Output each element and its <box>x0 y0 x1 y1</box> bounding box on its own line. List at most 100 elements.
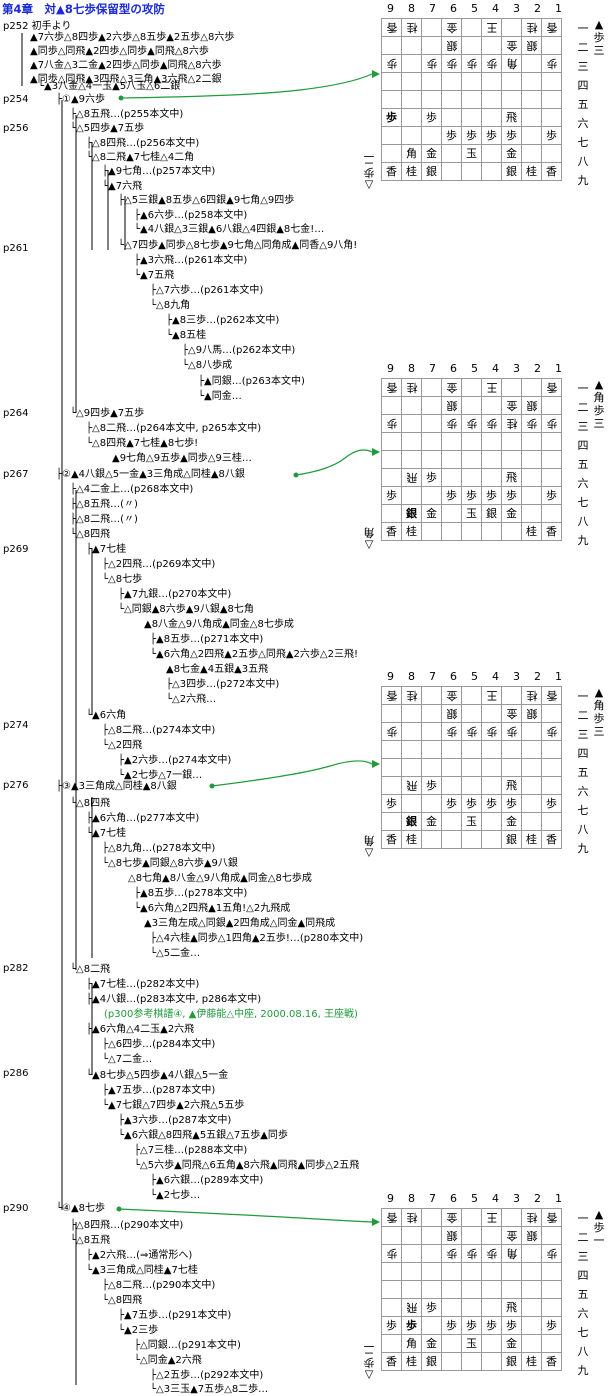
board-square <box>421 90 442 109</box>
move-line: ├△8二飛…(〃) <box>70 514 138 525</box>
board-square <box>521 378 542 397</box>
board-square: 歩 <box>501 794 522 813</box>
board-square <box>481 162 502 181</box>
board-square <box>401 1280 422 1299</box>
move-line: ├▲7七桂 <box>86 544 127 555</box>
board-square <box>541 1280 562 1299</box>
file-number: 4 <box>492 670 499 683</box>
board-square: 歩 <box>381 794 402 813</box>
move-line: └△8四飛 <box>102 1295 143 1306</box>
board-square: 歩 <box>481 794 502 813</box>
file-number: 1 <box>555 670 562 683</box>
board-square: 歩 <box>441 722 462 741</box>
board-square: 金 <box>421 504 442 523</box>
board-square: 銀 <box>441 1226 462 1245</box>
board-square <box>501 450 522 469</box>
board-square <box>381 396 402 415</box>
move-line: ├①▲9六歩 <box>56 94 106 105</box>
board-square <box>401 54 422 73</box>
move-line: ├△8二飛…(p290本文中) <box>102 1280 216 1291</box>
board-square <box>521 1244 542 1263</box>
board-square: 銀 <box>501 1352 522 1371</box>
move-line: ├△4六桂▲同歩△1四角▲2五歩!…(p280本文中) <box>150 933 364 944</box>
board-square <box>421 1316 442 1335</box>
rank-number: 三 <box>577 60 589 73</box>
board-square <box>541 144 562 163</box>
board-square <box>401 1262 422 1281</box>
board-square <box>541 396 562 415</box>
move-line: └▲7五飛 <box>134 270 175 281</box>
board-square: 歩 <box>381 1244 402 1263</box>
move-line: └△5二金… <box>150 948 201 959</box>
board-square <box>461 468 482 487</box>
board-square: 銀 <box>421 162 442 181</box>
move-line: ├▲7七桂…(p282本文中) <box>86 979 200 990</box>
board-square: 角 <box>401 1334 422 1353</box>
board-square <box>541 740 562 759</box>
board-square: 王 <box>481 378 502 397</box>
board-square <box>421 36 442 55</box>
rank-number: 一 <box>577 22 589 35</box>
file-number: 9 <box>387 2 394 15</box>
board-square <box>521 504 542 523</box>
board-square <box>441 1262 462 1281</box>
board-square <box>421 830 442 849</box>
board-square <box>461 90 482 109</box>
board-square <box>381 1262 402 1281</box>
board-square <box>401 90 422 109</box>
page-label: p261 <box>3 243 29 254</box>
board-square <box>521 1280 542 1299</box>
rank-number: 七 <box>577 1326 589 1339</box>
board-square <box>441 450 462 469</box>
board-square <box>381 432 402 451</box>
board-square <box>441 812 462 831</box>
board-square <box>541 758 562 777</box>
board-square: 桂 <box>521 162 542 181</box>
board-square: 金 <box>421 1334 442 1353</box>
page-label: p282 <box>3 963 29 974</box>
file-number: 7 <box>429 1192 436 1205</box>
move-line: └△3三玉▲7五歩△8二歩… <box>150 1384 269 1395</box>
move-line: └△8八歩成 <box>182 360 233 371</box>
board-square <box>521 432 542 451</box>
board-square: 桂 <box>401 1208 422 1227</box>
move-line: └▲6六角△2四飛▲2五歩△同飛▲2六歩△2三飛! <box>150 649 358 660</box>
board-square: 歩 <box>381 54 402 73</box>
board-square: 歩 <box>481 414 502 433</box>
board-square <box>541 90 562 109</box>
board-square: 桂 <box>401 18 422 37</box>
board-square <box>461 72 482 91</box>
board-square: 歩 <box>441 1316 462 1335</box>
board-square <box>401 740 422 759</box>
board-square: 歩 <box>381 414 402 433</box>
board-square: 歩 <box>461 722 482 741</box>
board-square <box>401 36 422 55</box>
board-square: 歩 <box>381 1316 402 1335</box>
board-square <box>461 686 482 705</box>
board-square: 歩 <box>441 486 462 505</box>
board-square: 香 <box>381 686 402 705</box>
board-square <box>521 486 542 505</box>
move-line: ├△2五歩…(p292本文中) <box>150 1370 264 1381</box>
board-square: 桂 <box>401 1352 422 1371</box>
rank-number: 三 <box>577 1250 589 1263</box>
rank-number: 二 <box>577 41 589 54</box>
board-square: 歩 <box>461 54 482 73</box>
rank-number: 二 <box>577 709 589 722</box>
board-square: 銀 <box>401 812 422 831</box>
file-number: 4 <box>492 1192 499 1205</box>
file-number: 5 <box>471 362 478 375</box>
board-square <box>501 18 522 37</box>
board-square <box>521 722 542 741</box>
move-line: ▲7六歩△8四歩▲2六歩△8五歩▲2五歩△8六歩 <box>30 32 235 43</box>
rank-number: 九 <box>577 174 589 187</box>
board-square: 香 <box>381 162 402 181</box>
move-line: ▲3三角左成△同銀▲2四角成△同金▲同飛成 <box>144 918 336 929</box>
board-square: 玉 <box>461 144 482 163</box>
rank-number: 二 <box>577 1231 589 1244</box>
board-square: 歩 <box>421 1298 442 1317</box>
board-square: 金 <box>501 36 522 55</box>
board-square <box>521 144 542 163</box>
board-square: 飛 <box>401 1298 422 1317</box>
board-square <box>461 830 482 849</box>
